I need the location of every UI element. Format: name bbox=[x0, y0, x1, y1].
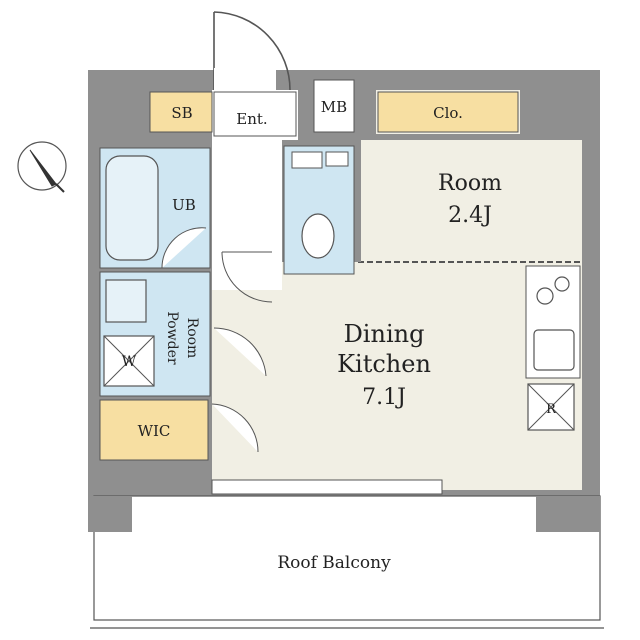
balcony-area bbox=[93, 495, 601, 621]
window-sill bbox=[211, 479, 443, 495]
entry-door-gap bbox=[214, 68, 276, 92]
fridge-cross-icon bbox=[527, 383, 575, 431]
closet-block bbox=[377, 91, 519, 133]
fridge-label: R bbox=[546, 402, 557, 417]
wic-door-swing bbox=[211, 403, 259, 453]
powder-room-label-2: Room bbox=[184, 318, 200, 359]
room-size-label: 2.4J bbox=[448, 203, 492, 228]
powder-room-label-1: Powder bbox=[164, 311, 180, 365]
bath-door-swing bbox=[161, 227, 207, 269]
entrance-block bbox=[213, 91, 297, 137]
hall-door-swing-2 bbox=[213, 327, 267, 377]
closet-label: Clo. bbox=[433, 104, 463, 122]
mb-block bbox=[313, 79, 355, 133]
wic-label: WIC bbox=[138, 422, 171, 440]
dining-label: Dining bbox=[344, 320, 425, 348]
wic-block bbox=[99, 399, 209, 461]
sb-block bbox=[149, 91, 213, 133]
unit-bath-label: UB bbox=[172, 196, 196, 214]
balcony-notch-right bbox=[536, 496, 600, 532]
kitchen-label: Kitchen bbox=[337, 350, 431, 378]
hall-door-swing-1 bbox=[221, 251, 273, 303]
sb-label: SB bbox=[171, 104, 192, 122]
dining-kitchen-floor bbox=[212, 262, 582, 490]
balcony-label: Roof Balcony bbox=[277, 553, 391, 573]
entrance-label: Ent. bbox=[236, 110, 267, 128]
sink-icon bbox=[105, 279, 147, 323]
toilet-shelf bbox=[325, 151, 349, 167]
room-label: Room bbox=[438, 171, 502, 196]
kitchen-sink-icon bbox=[533, 329, 575, 371]
washer-cross-icon bbox=[103, 335, 155, 387]
cooktop-burner-2 bbox=[554, 276, 570, 292]
washer-label: W bbox=[122, 354, 137, 370]
mb-label: MB bbox=[321, 98, 347, 116]
hall-floor bbox=[212, 140, 282, 290]
cooktop-icon bbox=[536, 287, 554, 305]
balcony-notch-left bbox=[88, 496, 132, 532]
toilet-tank bbox=[291, 151, 323, 169]
toilet-icon bbox=[301, 213, 335, 259]
north-compass-icon bbox=[17, 141, 67, 193]
room-floor bbox=[358, 140, 582, 262]
bathtub-icon bbox=[105, 155, 159, 261]
dining-size-label: 7.1J bbox=[362, 385, 406, 410]
